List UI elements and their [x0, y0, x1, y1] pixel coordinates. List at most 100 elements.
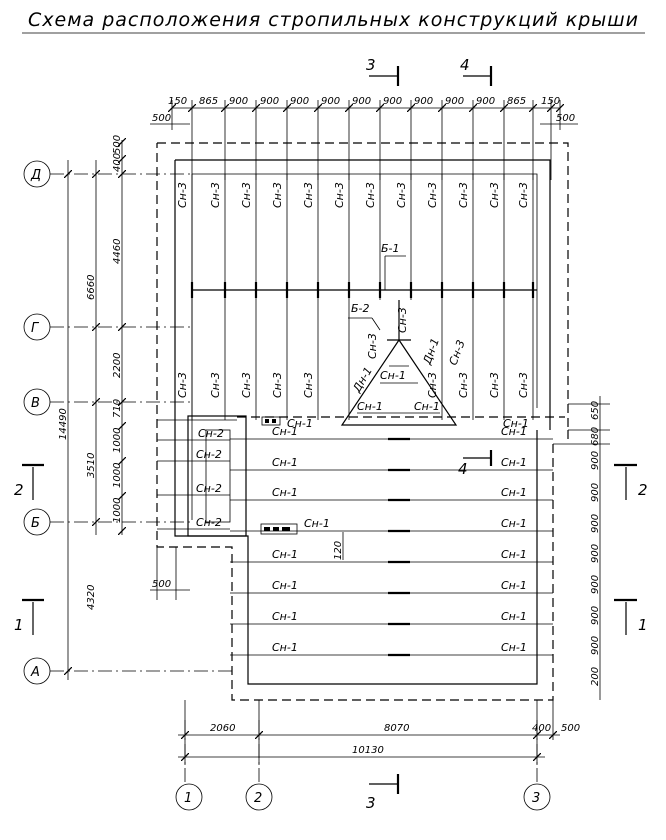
svg-text:900: 900: [476, 96, 495, 107]
rafter-label-left: Сн-1: [272, 456, 298, 469]
rafter-label-sn1-v-right: Сн-1: [503, 417, 529, 430]
svg-text:900: 900: [590, 606, 601, 625]
svg-text:400: 400: [112, 153, 123, 172]
svg-text:900: 900: [260, 96, 279, 107]
roof-overhang-outline: [156, 142, 569, 701]
rafter-label-right: Сн-1: [501, 425, 527, 438]
svg-text:14490: 14490: [58, 408, 69, 440]
section-mark-4-top: 4: [460, 56, 493, 86]
svg-text:680: 680: [590, 427, 601, 446]
axis-A: А: [23, 657, 232, 685]
section-mark-1-right: 1: [614, 598, 648, 635]
rafter-label-right: Сн-1: [501, 548, 527, 561]
svg-text:3: 3: [532, 791, 540, 806]
section-mark-3-top: 3: [366, 56, 400, 86]
svg-text:1000: 1000: [112, 463, 123, 488]
rafter-label-sn1-v: Сн-1: [287, 417, 313, 430]
right-dimension-chain: 650 680 900 900 900 900 900 900 900 200: [553, 396, 610, 700]
svg-text:В: В: [31, 396, 40, 411]
rafter-label-lower: Сн-3: [488, 372, 501, 398]
rafter-label-right: Сн-1: [501, 579, 527, 592]
svg-text:900: 900: [321, 96, 340, 107]
dim-120: 120: [333, 532, 344, 560]
rafter-label-left: Сн-1: [272, 579, 298, 592]
ridge-beam-b1: Б-1: [192, 242, 537, 291]
section-mark-2-right: 2: [614, 463, 648, 500]
svg-text:900: 900: [590, 483, 601, 502]
section-mark-4-mid: 4: [458, 450, 493, 478]
rafter-label-right: Сн-1: [501, 456, 527, 469]
rafter-label-lower: Сн-3: [240, 372, 253, 398]
rafter-label-lower: Сн-3: [426, 372, 439, 398]
opening-symbol-2: [260, 523, 298, 535]
axis-D: Д: [23, 160, 192, 188]
svg-text:500: 500: [152, 113, 171, 124]
svg-text:500: 500: [561, 723, 580, 734]
svg-text:Сн-3: Сн-3: [447, 338, 468, 367]
svg-text:Сн-3: Сн-3: [396, 307, 409, 333]
svg-text:900: 900: [290, 96, 309, 107]
svg-text:Сн-3: Сн-3: [366, 333, 379, 359]
svg-text:120: 120: [333, 541, 344, 560]
svg-text:4460: 4460: [112, 239, 123, 264]
svg-text:865: 865: [199, 96, 218, 107]
svg-text:2: 2: [638, 481, 648, 499]
svg-text:6660: 6660: [86, 275, 97, 300]
svg-text:2200: 2200: [112, 353, 123, 378]
svg-text:4: 4: [460, 56, 470, 74]
left-dimension-chains: 500 400 4460 6660 2200 14490 710 3510 10…: [58, 135, 190, 680]
wall-outline: [174, 159, 551, 685]
svg-text:1000: 1000: [112, 498, 123, 523]
svg-text:500: 500: [152, 579, 171, 590]
rafter-label-top: Сн-3: [488, 182, 501, 208]
svg-text:1: 1: [638, 616, 648, 634]
rafter-label-sn1-tri: Сн-1: [357, 400, 383, 413]
rafter-label-left: Сн-1: [272, 486, 298, 499]
svg-text:900: 900: [414, 96, 433, 107]
rafter-label-left: Сн-1: [272, 610, 298, 623]
rafter-group-upper: Сн-3Сн-3Сн-3Сн-3Сн-3Сн-3Сн-3Сн-3Сн-3Сн-3…: [176, 174, 535, 420]
svg-text:Б-1: Б-1: [381, 242, 400, 255]
svg-text:500: 500: [112, 135, 123, 154]
rafter-label-top: Сн-3: [302, 182, 315, 208]
svg-text:400: 400: [532, 723, 551, 734]
svg-text:900: 900: [445, 96, 464, 107]
svg-text:900: 900: [229, 96, 248, 107]
svg-text:Дн-1: Дн-1: [420, 336, 442, 367]
section-mark-1-left: 1: [14, 598, 44, 635]
svg-text:4320: 4320: [86, 585, 97, 610]
drawing-title: Схема расположения стропильных конструкц…: [28, 9, 639, 31]
svg-text:900: 900: [383, 96, 402, 107]
sn2-box: [187, 415, 247, 537]
axis-1: 1: [175, 720, 203, 811]
svg-text:500: 500: [556, 113, 575, 124]
rafter-label-top: Сн-3: [271, 182, 284, 208]
svg-text:Сн-1: Сн-1: [380, 369, 406, 382]
rafter-label-sn1-tri-right: Сн-1: [414, 400, 440, 413]
opening-symbol-1: [261, 416, 281, 426]
rafter-label-top: Сн-3: [517, 182, 530, 208]
svg-text:900: 900: [590, 514, 601, 533]
rafter-label-top: Сн-3: [426, 182, 439, 208]
svg-text:3: 3: [366, 56, 376, 74]
svg-text:Д: Д: [30, 168, 41, 183]
section-mark-2-left: 2: [14, 463, 44, 500]
rafter-label-left: Сн-1: [272, 425, 298, 438]
svg-text:150: 150: [168, 96, 187, 107]
rafter-label-top: Сн-3: [240, 182, 253, 208]
svg-text:Б: Б: [31, 516, 40, 531]
svg-text:3510: 3510: [86, 453, 97, 478]
inner-wall-line: [191, 173, 538, 520]
svg-text:1: 1: [184, 791, 192, 806]
rafter-label-top: Сн-3: [395, 182, 408, 208]
svg-text:865: 865: [507, 96, 526, 107]
rafter-label-right: Сн-1: [501, 486, 527, 499]
rafter-label-sn2: Сн-2: [196, 516, 222, 529]
rafter-label-top: Сн-3: [457, 182, 470, 208]
rafter-label-sn2: Сн-2: [196, 482, 222, 495]
rafter-label-right: Сн-1: [501, 610, 527, 623]
svg-text:1000: 1000: [112, 428, 123, 453]
section-mark-3-bottom: 3: [366, 774, 400, 812]
